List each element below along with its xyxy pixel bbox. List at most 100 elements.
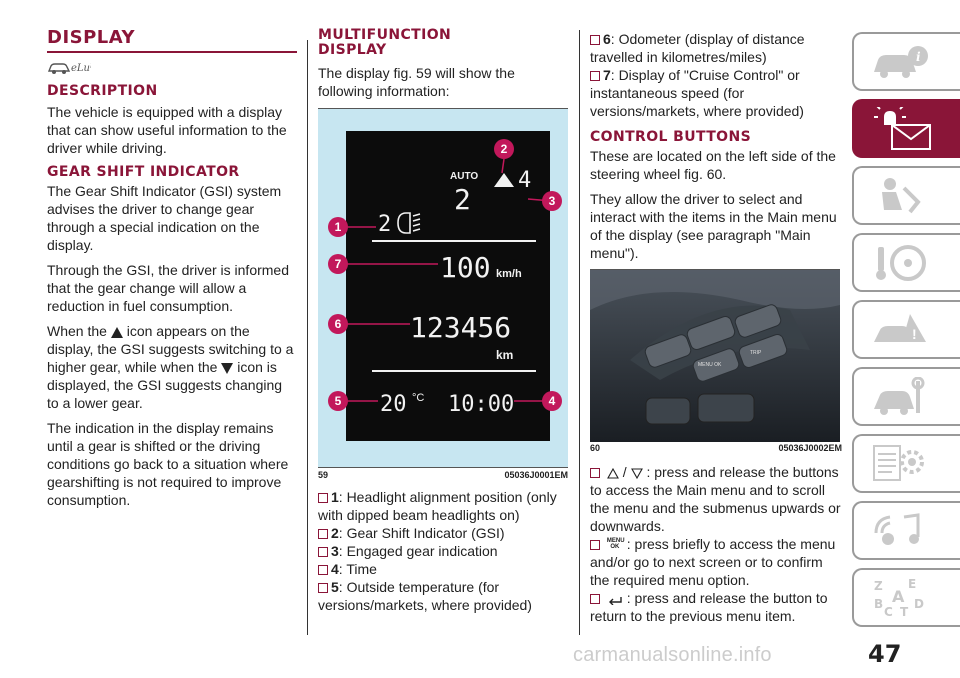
arrow-down-triangle-icon — [221, 363, 234, 374]
up-triangle-outline-icon — [606, 468, 619, 479]
specs-gear-icon — [873, 444, 924, 481]
gsi-paragraph-4: The indication in the display remains un… — [47, 420, 289, 508]
watermark: carmanualsonline.info — [573, 644, 772, 666]
list-item: 5: Outside temperature (for versions/mar… — [318, 579, 532, 613]
list-item: 7: Display of "Cruise Control" or instan… — [590, 67, 804, 119]
callout-5-label: 5 — [335, 394, 342, 408]
list-item: 2: Gear Shift Indicator (GSI) — [318, 524, 568, 542]
control-paragraph-2: They allow the driver to select and inte… — [590, 191, 837, 261]
callout-3-label: 3 — [549, 194, 556, 208]
car-service-icon — [874, 376, 925, 415]
figure-59-code: 05036J0001EM — [504, 470, 568, 480]
tab-multimedia[interactable] — [852, 501, 960, 560]
control-bullets: / : press and release the buttons to acc… — [590, 463, 842, 625]
tab-steering-key[interactable] — [852, 233, 960, 292]
display-odo-unit: km — [496, 348, 513, 362]
list-item-back: : press and release the button to return… — [590, 590, 828, 624]
heading-control-buttons: CONTROL BUTTONS — [590, 129, 752, 145]
svg-text:C: C — [884, 605, 893, 618]
bullet-box-icon — [318, 547, 328, 557]
column-controls: 6: Odometer (display of distance travell… — [590, 30, 842, 625]
tab-car-breakdown[interactable]: ! — [852, 300, 960, 359]
section-title-display: DISPLAY — [47, 28, 297, 53]
warning-lights-icon — [874, 106, 931, 150]
gsi-paragraph-1: The Gear Shift Indicator (GSI) system ad… — [47, 183, 282, 253]
bullet-box-icon — [590, 468, 600, 478]
list-item-up-down: / : press and release the buttons to acc… — [590, 464, 841, 534]
tab-car-info[interactable]: i — [852, 32, 960, 91]
gsi-up-arrow — [494, 173, 514, 187]
heading-gsi: GEAR SHIFT INDICATOR — [47, 164, 240, 180]
button-cluster: MENU OK TRIP — [644, 304, 788, 382]
display-target-gear: 4 — [518, 168, 531, 193]
callout-6-label: 6 — [335, 317, 342, 331]
bullet-box-icon — [590, 35, 600, 45]
tab-car-service[interactable] — [852, 367, 960, 426]
gsi-paragraph-2: Through the GSI, the driver is informed … — [47, 262, 289, 314]
column-divider — [307, 40, 308, 635]
list-item: 1: Headlight alignment position (only wi… — [318, 489, 557, 523]
down-triangle-outline-icon — [630, 468, 643, 479]
menu-ok-label: MENU OK — [698, 362, 722, 368]
page-number: 47 — [868, 640, 902, 668]
multifunction-intro: The display fig. 59 will show the follow… — [318, 65, 515, 99]
display-panel — [346, 131, 550, 441]
gsi-p3-part-a: When the — [47, 323, 107, 339]
callout-6 — [328, 314, 348, 334]
back-arrow-icon — [608, 597, 622, 605]
svg-text:Z: Z — [874, 579, 883, 593]
tab-warning-lights[interactable] — [852, 99, 960, 158]
heading-description: DESCRIPTION — [47, 83, 158, 99]
display-illustration: AUTO 2 4 2 100 km/h 123456 km 20 °C 10:0… — [328, 131, 562, 441]
svg-text:E: E — [908, 578, 916, 591]
gsi-p3-part-b: icon appears on the display, the GSI sug… — [47, 323, 294, 375]
electric-vehicle-logo: eLuᴵ — [47, 59, 297, 80]
figure-59-number: 59 — [318, 470, 329, 480]
multimedia-icon — [874, 512, 920, 545]
menu-ok-icon: MENU OK — [606, 538, 625, 550]
tab-specs[interactable] — [852, 434, 960, 493]
svg-text:eLuᴵ: eLuᴵ — [71, 63, 91, 74]
callout-1 — [328, 217, 348, 237]
bullet-box-icon — [318, 565, 328, 575]
tab-seat-safety[interactable] — [852, 166, 960, 225]
column-display: DISPLAY eLuᴵ DESCRIPTION The vehicle is … — [47, 28, 297, 516]
svg-text:B: B — [874, 597, 883, 611]
display-items-list: 1: Headlight alignment position (only wi… — [318, 488, 568, 614]
column-divider — [579, 30, 580, 635]
svg-text:i: i — [916, 50, 921, 64]
list-item: 6: Odometer (display of distance travell… — [590, 31, 805, 65]
svg-text:A: A — [892, 587, 905, 606]
gsi-p3-part-c: icon is displayed, the GSI suggests chan… — [47, 359, 283, 411]
callout-5 — [328, 391, 348, 411]
display-temp-unit: °C — [412, 392, 424, 404]
callout-4 — [542, 391, 562, 411]
callout-7-label: 7 — [335, 257, 342, 271]
display-time: 10:00 — [448, 392, 514, 417]
display-temperature: 20 — [380, 392, 407, 417]
car-info-icon: i — [874, 45, 928, 78]
arrow-up-triangle-icon — [110, 327, 123, 338]
callout-2 — [494, 139, 514, 159]
bullet-box-icon — [590, 71, 600, 81]
figure-60-caption: 60 05036J0002EM — [590, 443, 842, 453]
callout-7 — [328, 254, 348, 274]
bullet-box-icon — [318, 529, 328, 539]
callout-badges — [328, 139, 562, 411]
callout-3 — [542, 191, 562, 211]
callout-2-label: 2 — [501, 142, 508, 156]
car-ev-icon: eLuᴵ — [47, 63, 93, 74]
figure-60-code: 05036J0002EM — [778, 443, 842, 453]
svg-text:D: D — [914, 597, 924, 611]
figure-60-number: 60 — [590, 443, 601, 453]
trip-label: TRIP — [750, 350, 762, 356]
steering-wheel-illustration: MENU OK TRIP — [590, 270, 840, 442]
display-speed: 100 — [440, 251, 491, 284]
car-breakdown-icon: ! — [874, 313, 926, 342]
display-headlight-digit: 2 — [378, 212, 391, 237]
display-odometer: 123456 — [410, 311, 511, 344]
bullet-box-icon — [318, 493, 328, 503]
